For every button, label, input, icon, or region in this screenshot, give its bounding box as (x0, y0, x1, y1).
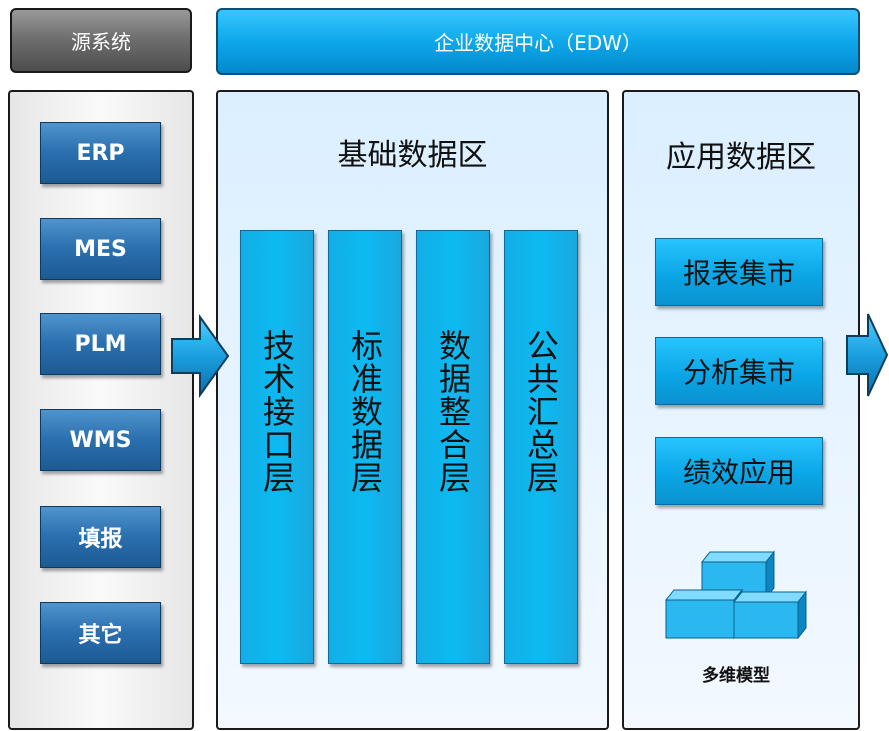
source-system-erp[interactable]: ERP (40, 122, 161, 184)
application-data-zone-title: 应用数据区 (666, 140, 816, 175)
layer-technical-interface[interactable]: 技术接口层 (240, 230, 314, 664)
layer-data-integration[interactable]: 数据整合层 (416, 230, 490, 664)
edw-header: 企业数据中心（EDW） (216, 8, 860, 75)
source-system-other[interactable]: 其它 (40, 602, 161, 664)
right-arrow-icon (846, 313, 888, 397)
layer-label: 公共汇总层 (522, 329, 560, 494)
application-data-zone-panel (622, 90, 860, 730)
right-arrow-icon (171, 313, 230, 399)
mart-performance[interactable]: 绩效应用 (655, 437, 823, 505)
layer-standard-data[interactable]: 标准数据层 (328, 230, 402, 664)
base-data-zone-title: 基础数据区 (337, 138, 488, 173)
layer-common-summary[interactable]: 公共汇总层 (504, 230, 578, 664)
source-system-header: 源系统 (10, 8, 192, 73)
cubes-icon (664, 550, 808, 640)
layer-label: 技术接口层 (258, 329, 296, 494)
mart-analysis[interactable]: 分析集市 (655, 337, 823, 405)
source-system-fill-report[interactable]: 填报 (40, 506, 161, 568)
source-system-mes[interactable]: MES (40, 218, 161, 280)
layer-label: 标准数据层 (346, 329, 384, 494)
layer-label: 数据整合层 (434, 329, 472, 494)
mart-report[interactable]: 报表集市 (655, 238, 823, 306)
source-system-plm[interactable]: PLM (40, 313, 161, 375)
source-system-wms[interactable]: WMS (40, 409, 161, 471)
multidimensional-model-label: 多维模型 (702, 665, 770, 686)
